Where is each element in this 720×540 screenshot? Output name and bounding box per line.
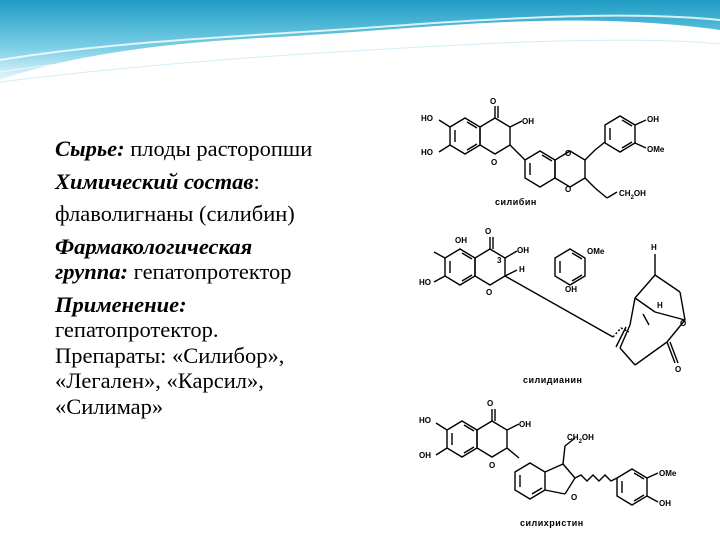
silidianin-oh-left: OH (455, 236, 467, 245)
silichristin-ch2-sub: 2 (579, 439, 583, 445)
preparations-line-3: «Силимар» (55, 393, 164, 419)
pharm-group-value: гепатопротектор (128, 259, 292, 284)
silichristin-structure (435, 409, 659, 506)
silidianin-o-top: O (485, 227, 491, 236)
silibin-ho-left: HO (421, 114, 433, 123)
silidianin-o-keto: O (675, 365, 681, 374)
description-text: Сырье: плоды расторопши Химический соста… (55, 136, 395, 419)
use-label: Применение: (55, 291, 187, 317)
silibin-atoms: O HO HO OH O O O OH OMe CH2OH силибин (421, 97, 665, 207)
silidianin-label: силидианин (523, 375, 582, 385)
silichristin-ho-left: HO (419, 416, 431, 425)
silichristin-label: силихристин (520, 518, 584, 528)
silichristin-oh-end: OH (582, 433, 594, 442)
silidianin-ome: OMe (587, 247, 605, 256)
silibin-o-ring2: O (565, 149, 571, 158)
silichristin-ch2oh: CH2OH (567, 433, 594, 445)
silibin-label: силибин (495, 197, 537, 207)
silibin-oh-end: OH (634, 189, 646, 198)
structures-drawing: O HO HO OH O O O OH OMe CH2OH силибин O … (419, 97, 686, 528)
silichristin-atoms: O HO OH OH O CH2OH O OMe OH силихристин (419, 399, 677, 528)
silibin-oh-right: OH (647, 115, 659, 124)
composition-line: Химический состав: (55, 169, 395, 195)
silichristin-o-furan: O (571, 493, 577, 502)
silibin-ome: OMe (647, 145, 665, 154)
silibin-oh-c3: OH (522, 117, 534, 126)
silibin-structure (438, 106, 647, 199)
silichristin-ch: CH (567, 433, 579, 442)
silidianin-oh-c3: OH (517, 246, 529, 255)
preparations-line-2: «Легален», «Карсил», (55, 368, 264, 393)
silibin-ch2-sub: 2 (631, 195, 635, 201)
silibin-o-ring3: O (565, 185, 571, 194)
silichristin-o-top: O (487, 399, 493, 408)
silidianin-atoms: O OH HO OH H 3 O OMe OH H H O O силидиан… (419, 227, 686, 385)
silidianin-h-top: H (651, 243, 657, 252)
composition-colon: : (253, 168, 260, 194)
pharm-group-label-1: Фармакологическая (55, 233, 253, 259)
silibin-o-ring: O (491, 158, 497, 167)
silidianin-ho-left: HO (419, 278, 431, 287)
silidianin-h-c3: H (519, 265, 525, 274)
silidianin-h-mid: H (657, 301, 663, 310)
silibin-ch: CH (619, 189, 631, 198)
silichristin-oh-left: OH (419, 451, 431, 460)
silibin-ho-bottom: HO (421, 148, 433, 157)
use-value: гепатопротектор. (55, 317, 219, 342)
silichristin-o-ring: O (489, 461, 495, 470)
composition-label: Химический состав (55, 168, 254, 194)
preparations-line-1: Препараты: «Силибор», (55, 342, 285, 368)
raw-material-line: Сырье: плоды расторопши (55, 136, 395, 162)
silichristin-oh-c3: OH (519, 420, 531, 429)
header-wave-decoration (0, 0, 720, 83)
pharm-group-label-2: группа: (55, 259, 129, 284)
silichristin-oh: OH (659, 499, 671, 508)
silidianin-oh: OH (565, 285, 577, 294)
silidianin-position-3: 3 (497, 256, 502, 265)
silichristin-ome: OMe (659, 469, 677, 478)
chemical-structures: O HO HO OH O O O OH OMe CH2OH силибин O … (395, 80, 720, 540)
silidianin-o-bridge: O (680, 319, 686, 328)
composition-value: флаволигнаны (силибин) (55, 201, 295, 226)
silibin-o-top: O (490, 97, 496, 106)
raw-material-label: Сырье: (55, 136, 125, 161)
raw-material-value: плоды расторопши (124, 136, 313, 161)
silibin-ch2oh: CH2OH (619, 189, 646, 201)
silidianin-o-ring: O (486, 288, 492, 297)
silidianin-structure (433, 237, 686, 366)
pharm-group-line: группа: гепатопротектор (55, 259, 395, 285)
